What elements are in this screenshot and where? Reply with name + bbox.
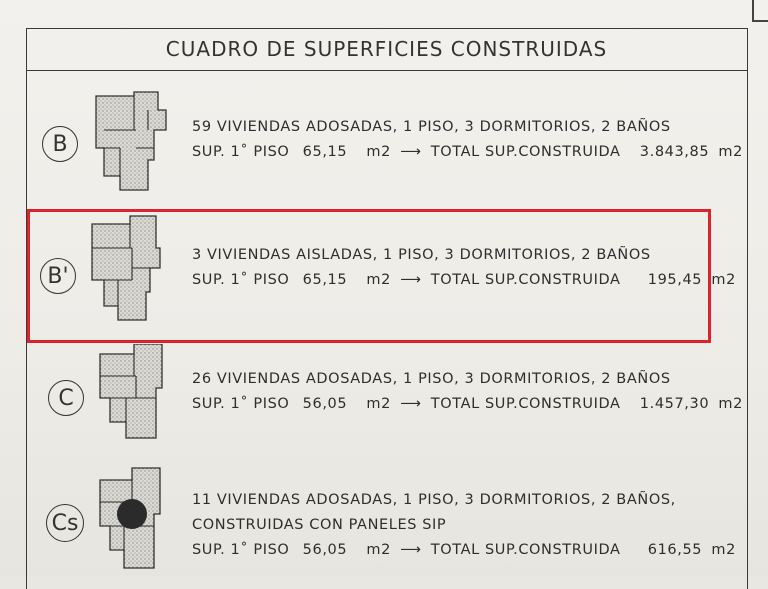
sup-unit: m2 [366, 396, 391, 412]
floor-plan-icon [99, 467, 161, 569]
total-value: 3.843,85 [639, 144, 710, 160]
highlight-box [27, 209, 711, 343]
table-title: CUADRO DE SUPERFICIES CONSTRUIDAS [165, 37, 608, 61]
code-circle-b: B [42, 126, 78, 162]
row-surface-line: SUP. 1˚ PISO 56,05 m2 ⟶ TOTAL SUP.CONSTR… [192, 542, 736, 558]
total-value: 195,45 [647, 272, 703, 288]
arrow-right-icon: ⟶ [400, 272, 422, 288]
code-label: B [52, 131, 68, 157]
sup-unit: m2 [366, 144, 391, 160]
arrow-right-icon: ⟶ [400, 144, 422, 160]
row-description: 11 VIVIENDAS ADOSADAS, 1 PISO, 3 DORMITO… [192, 492, 676, 508]
row-surface-line: SUP. 1˚ PISO 65,15 m2 ⟶ TOTAL SUP.CONSTR… [192, 144, 743, 160]
code-circle-cs: Cs [46, 504, 84, 542]
code-label: C [58, 385, 74, 411]
total-label: TOTAL SUP.CONSTRUIDA [430, 144, 621, 160]
corner-frame-mark [752, 0, 768, 22]
sip-panel-marker [117, 499, 147, 529]
sup-value: 56,05 [302, 542, 348, 558]
sup-label: SUP. 1˚ PISO [192, 144, 290, 160]
total-label: TOTAL SUP.CONSTRUIDA [430, 396, 621, 412]
row-description: 59 VIVIENDAS ADOSADAS, 1 PISO, 3 DORMITO… [192, 119, 671, 135]
arrow-right-icon: ⟶ [400, 542, 422, 558]
total-unit: m2 [711, 542, 736, 558]
total-label: TOTAL SUP.CONSTRUIDA [430, 272, 621, 288]
floor-plan-icon [99, 344, 163, 439]
code-label: B' [47, 263, 69, 289]
total-label: TOTAL SUP.CONSTRUIDA [430, 542, 621, 558]
total-unit: m2 [718, 144, 743, 160]
floor-plan-icon [91, 215, 161, 321]
sup-label: SUP. 1˚ PISO [192, 272, 290, 288]
row-surface-line: SUP. 1˚ PISO 56,05 m2 ⟶ TOTAL SUP.CONSTR… [192, 396, 743, 412]
code-circle-b-prime: B' [40, 258, 76, 294]
sup-label: SUP. 1˚ PISO [192, 396, 290, 412]
total-unit: m2 [711, 272, 736, 288]
row-description: 26 VIVIENDAS ADOSADAS, 1 PISO, 3 DORMITO… [192, 371, 671, 387]
surfaces-table-frame [26, 28, 748, 589]
code-label: Cs [51, 510, 79, 536]
arrow-right-icon: ⟶ [400, 396, 422, 412]
total-unit: m2 [718, 396, 743, 412]
floor-plan-icon [95, 91, 167, 191]
row-description-continued: CONSTRUIDAS CON PANELES SIP [192, 517, 447, 533]
row-description: 3 VIVIENDAS AISLADAS, 1 PISO, 3 DORMITOR… [192, 247, 651, 263]
table-header: CUADRO DE SUPERFICIES CONSTRUIDAS [26, 28, 747, 71]
sup-unit: m2 [366, 542, 391, 558]
row-surface-line: SUP. 1˚ PISO 65,15 m2 ⟶ TOTAL SUP.CONSTR… [192, 272, 736, 288]
sup-value: 65,15 [302, 144, 348, 160]
code-circle-c: C [48, 380, 84, 416]
sup-unit: m2 [366, 272, 391, 288]
sup-label: SUP. 1˚ PISO [192, 542, 290, 558]
sup-value: 56,05 [302, 396, 348, 412]
total-value: 616,55 [647, 542, 703, 558]
total-value: 1.457,30 [639, 396, 710, 412]
sup-value: 65,15 [302, 272, 348, 288]
